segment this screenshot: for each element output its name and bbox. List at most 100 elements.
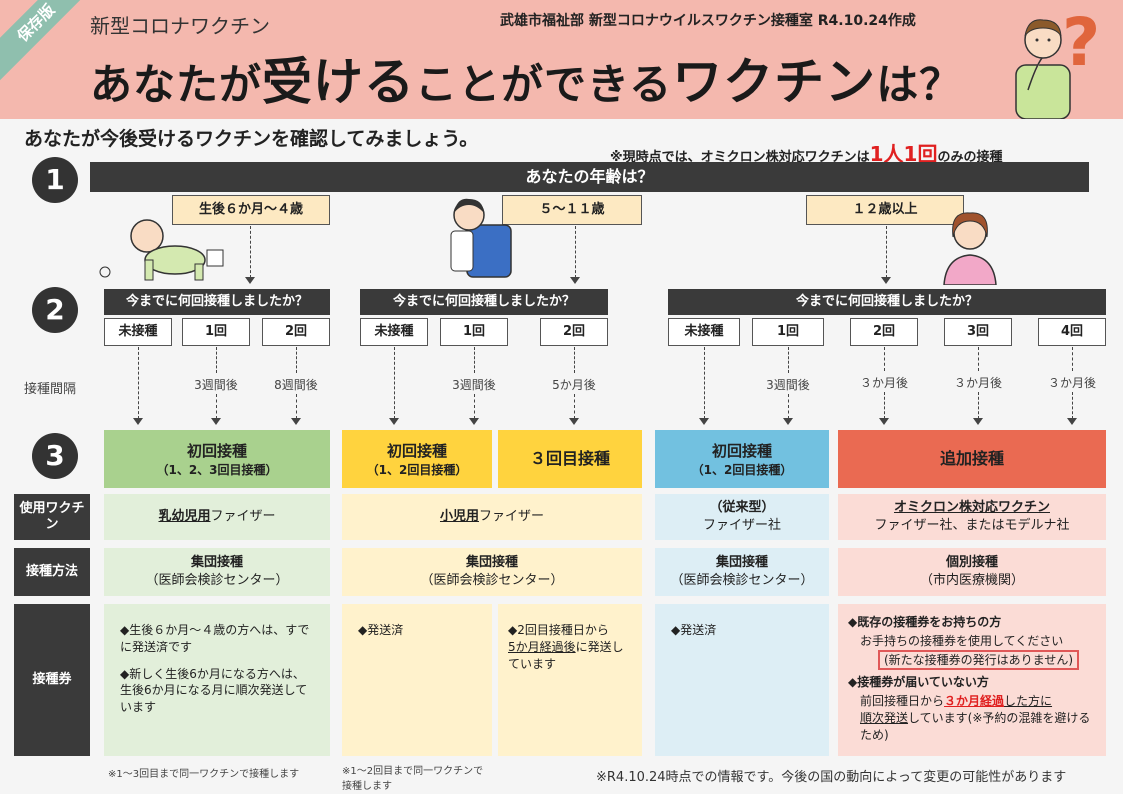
- arrow-line: [216, 347, 217, 373]
- dose-option: 未接種: [668, 318, 740, 346]
- method-name: 集団接種: [715, 555, 768, 571]
- vaccine-type: オミクロン株対応ワクチン: [893, 500, 1050, 516]
- arrow-line: [1072, 347, 1073, 371]
- method-place: （市内医療機関）: [919, 573, 1024, 588]
- baby-crawling-icon: [99, 219, 224, 281]
- ticket-heading: ◆接種券が届いていない方: [848, 675, 989, 690]
- title-part: は？: [876, 60, 963, 109]
- interval-label: 接種間隔: [24, 382, 77, 397]
- dose-option: 未接種: [360, 318, 428, 346]
- arrow-head: [133, 418, 143, 425]
- category-title: 追加接種: [939, 449, 1004, 468]
- ticket-text: ◆新しく生後6か月になる方へは、生後6か月になる月に順次発送しています: [120, 666, 308, 715]
- ticket-cell-child-primary: ◆発送済: [342, 604, 492, 756]
- method-name: 個別接種: [945, 555, 998, 571]
- footnote-infant: ※1～3回目まで同一ワクチンで接種します: [108, 769, 300, 780]
- step-3-badge: 3: [32, 433, 78, 479]
- arrow-head: [569, 418, 579, 425]
- category-primary-infant: 初回接種 （1、2、3回目接種）: [104, 430, 330, 488]
- interval-text: 3週間後: [766, 378, 810, 392]
- arrow-line: [884, 347, 885, 371]
- ticket-text: 順次発送: [860, 710, 909, 725]
- method-cell-booster: 個別接種 （市内医療機関）: [838, 548, 1106, 596]
- row-label-vaccine: 使用ワクチン: [14, 494, 90, 540]
- arrow-head: [881, 277, 891, 284]
- dose-option: 1回: [182, 318, 250, 346]
- woman-icon: [943, 212, 997, 285]
- vaccine-type: 乳幼児用: [158, 509, 211, 525]
- dose-option: 4回: [1038, 318, 1106, 346]
- category-third-dose-child: ３回目接種: [498, 430, 642, 488]
- ticket-cell-adult-primary: ◆発送済: [655, 604, 829, 756]
- arrow-head: [291, 418, 301, 425]
- arrow-line: [574, 394, 575, 419]
- interval-text: ３か月後: [953, 376, 1002, 390]
- category-title: ３回目接種: [529, 449, 610, 468]
- dose-option: 1回: [752, 318, 824, 346]
- thinking-person-icon: [1015, 19, 1071, 119]
- ticket-text: ◆2回目接種日から: [508, 623, 609, 637]
- ticket-text: 5か月経過後: [508, 639, 576, 654]
- ticket-text: に発送しています: [508, 639, 624, 671]
- subtitle: 新型コロナワクチン: [90, 14, 270, 38]
- category-title: 初回接種: [186, 442, 247, 460]
- age-option-child: ５～１１歳: [502, 195, 642, 225]
- arrow-line: [296, 347, 297, 373]
- footnote-disclaimer: ※R4.10.24時点での情報です。今後の国の動向によって変更の可能性があります: [596, 770, 1067, 785]
- category-sub: （1、2、3回目接種）: [156, 463, 278, 477]
- omicron-note-post: のみの接種: [937, 150, 1003, 165]
- dose-option: 2回: [850, 318, 918, 346]
- dose-question-bar: 今までに何回接種しましたか？: [668, 289, 1106, 315]
- arrow-line: [884, 392, 885, 419]
- method-cell-infant: 集団接種 （医師会検診センター）: [104, 548, 330, 596]
- arrow-line: [704, 347, 705, 419]
- dose-option: 2回: [540, 318, 608, 346]
- step-2-badge: 2: [32, 287, 78, 333]
- ticket-heading: ◆既存の接種券をお持ちの方: [848, 615, 1002, 629]
- interval-text: 8週間後: [274, 378, 318, 392]
- arrow-line: [474, 394, 475, 419]
- vaccine-type: 小児用: [439, 509, 479, 525]
- title-part: ことができる: [415, 60, 673, 109]
- arrow-head: [973, 418, 983, 425]
- vaccine-type: （従来型）: [709, 500, 775, 516]
- category-title: 初回接種: [386, 442, 447, 460]
- vaccine-maker: ファイザー社、またはモデルナ社: [874, 518, 1070, 533]
- arrow-head: [570, 277, 580, 284]
- ticket-cell-child-third: ◆2回目接種日から 5か月経過後に発送しています: [498, 604, 642, 756]
- lead-text: あなたが今後受けるワクチンを確認してみましょう。: [24, 128, 479, 150]
- arrow-line: [1072, 392, 1073, 419]
- title-part: あなたが: [90, 60, 263, 109]
- method-cell-adult-primary: 集団接種 （医師会検診センター）: [655, 548, 829, 596]
- ticket-emphasis: ３か月経過: [944, 694, 1005, 709]
- age-option-infant: 生後６か月～４歳: [172, 195, 330, 225]
- arrow-line: [296, 394, 297, 419]
- arrow-head: [389, 418, 399, 425]
- issuer-text: 武雄市福祉部 新型コロナウイルスワクチン接種室 R4.10.24作成: [500, 13, 916, 29]
- category-booster: 追加接種: [838, 430, 1106, 488]
- question-mark-icon: ?: [1062, 4, 1101, 81]
- ticket-text: お手持ちの接種券を使用してください: [860, 633, 1064, 648]
- ticket-text: ◆発送済: [358, 623, 404, 637]
- ticket-cell-booster: ◆既存の接種券をお持ちの方 お手持ちの接種券を使用してください (新たな接種券の…: [838, 604, 1106, 756]
- arrow-line: [788, 394, 789, 419]
- row-label-method: 接種方法: [14, 548, 90, 596]
- ticket-text: ◆発送済: [671, 623, 717, 637]
- arrow-line: [886, 226, 887, 278]
- dose-option: 3回: [944, 318, 1012, 346]
- vaccine-cell-booster: オミクロン株対応ワクチン ファイザー社、またはモデルナ社: [838, 494, 1106, 540]
- category-primary-adult: 初回接種 （1、2回目接種）: [655, 430, 829, 488]
- category-primary-child: 初回接種 （1、2回目接種）: [342, 430, 492, 488]
- omicron-note-pre: ※現時点では、オミクロン株対応ワクチンは: [610, 150, 870, 165]
- ticket-text: 前回接種日から: [860, 694, 945, 709]
- arrow-line: [978, 392, 979, 419]
- arrow-line: [788, 347, 789, 373]
- vaccine-maker: ファイザー: [479, 509, 545, 525]
- arrow-head: [469, 418, 479, 425]
- footnote-child: ※1～2回目まで同一ワクチンで接種します: [342, 766, 484, 792]
- vaccine-cell-child: 小児用ファイザー: [342, 494, 642, 540]
- schoolchild-icon: [450, 198, 512, 278]
- method-name: 集団接種: [190, 555, 243, 571]
- interval-text: ３か月後: [1047, 376, 1096, 390]
- interval-text: ３か月後: [859, 376, 908, 390]
